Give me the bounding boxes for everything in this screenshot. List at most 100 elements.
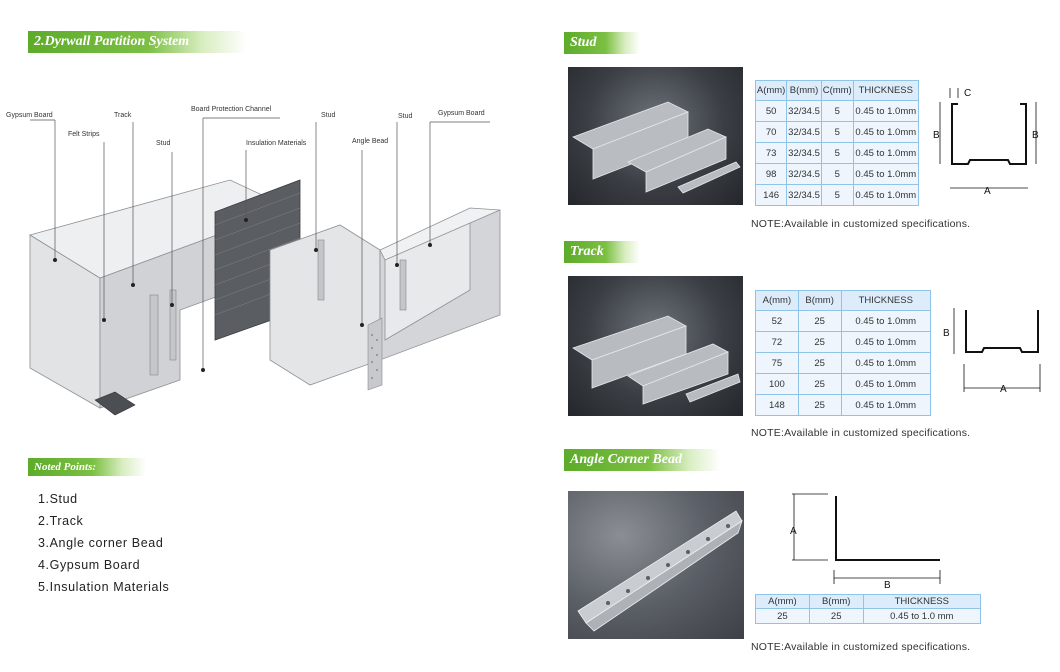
table-header: THICKNESS	[840, 290, 931, 311]
table-cell: 5	[820, 163, 854, 185]
table-cell: 100	[755, 373, 799, 395]
stud-dim-a: A	[984, 186, 991, 197]
table-cell: 32/34.5	[786, 142, 822, 164]
track-note: NOTE:Available in customized specificati…	[751, 427, 971, 439]
track-profile-diagram: B A	[943, 308, 1041, 395]
label-track: Track	[114, 112, 132, 119]
table-cell: 148	[755, 394, 799, 416]
angle-bead-product-photo	[568, 491, 744, 639]
table-cell: 0.45 to 1.0mm	[840, 373, 931, 395]
track-dim-b: B	[943, 328, 950, 339]
table-cell: 32/34.5	[786, 163, 822, 185]
stud-profile-diagram: B B A C	[933, 88, 1039, 197]
table-cell: 146	[754, 184, 788, 206]
list-item: 3.Angle corner Bead	[38, 536, 164, 550]
table-header: THICKNESS	[852, 80, 920, 101]
table-header: A(mm)	[754, 80, 788, 101]
label-angle-bead: Angle Bead	[352, 138, 389, 145]
table-header: A(mm)	[755, 594, 810, 609]
table-cell: 0.45 to 1.0mm	[840, 310, 931, 332]
table-header: B(mm)	[808, 594, 864, 609]
table-cell: 32/34.5	[786, 184, 822, 206]
table-cell: 25	[797, 310, 842, 332]
table-cell: 0.45 to 1.0mm	[840, 331, 931, 353]
noted-points-list: 1.Stud 2.Track 3.Angle corner Bead 4.Gyp…	[38, 488, 169, 598]
table-cell: 5	[820, 184, 854, 206]
table-cell: 0.45 to 1.0 mm	[862, 608, 982, 624]
table-cell: 98	[754, 163, 788, 185]
angle-dim-a: A	[790, 526, 797, 537]
table-cell: 73	[754, 142, 788, 164]
label-gypsum-board-right: Gypsum Board	[438, 110, 485, 117]
partition-system-diagram	[29, 117, 501, 416]
table-header: A(mm)	[755, 290, 799, 311]
track-title-text: Track	[570, 244, 604, 259]
table-cell: 25	[808, 608, 864, 624]
list-item: 5.Insulation Materials	[38, 580, 170, 594]
section-title-track: Track	[564, 241, 640, 263]
track-dim-a: A	[1000, 384, 1007, 395]
table-cell: 5	[820, 142, 854, 164]
stud-dim-c: C	[964, 88, 971, 99]
table-cell: 0.45 to 1.0mm	[852, 121, 920, 143]
table-cell: 25	[797, 331, 842, 353]
list-item: 4.Gypsum Board	[38, 558, 141, 572]
table-header: C(mm)	[820, 80, 854, 101]
noted-points-title-text: Noted Points:	[34, 461, 97, 473]
angle-bead-illustration	[577, 510, 743, 632]
label-stud-mid: Stud	[321, 112, 336, 119]
table-cell: 25	[797, 352, 842, 374]
table-cell: 5	[820, 121, 854, 143]
table-header: B(mm)	[797, 290, 842, 311]
stud-note: NOTE:Available in customized specificati…	[751, 218, 971, 230]
label-board-protection-channel: Board Protection Channel	[191, 106, 272, 113]
label-gypsum-board-left: Gypsum Board	[6, 112, 53, 119]
table-cell: 0.45 to 1.0mm	[852, 163, 920, 185]
table-header: B(mm)	[786, 80, 822, 101]
section-title-angle-bead: Angle Corner Bead	[564, 449, 720, 471]
list-item: 2.Track	[38, 514, 84, 528]
table-header: THICKNESS	[862, 594, 982, 609]
table-cell: 0.45 to 1.0mm	[852, 184, 920, 206]
label-stud-left: Stud	[156, 140, 171, 147]
table-cell: 25	[797, 373, 842, 395]
noted-points-title: Noted Points:	[28, 458, 146, 476]
label-felt-strips: Felt Strips	[68, 131, 100, 138]
list-item: 1.Stud	[38, 492, 78, 506]
table-cell: 0.45 to 1.0mm	[840, 394, 931, 416]
track-profiles-illustration	[572, 315, 741, 405]
table-cell: 75	[755, 352, 799, 374]
section-title-text: 2.Dyrwall Partition System	[34, 34, 190, 49]
angle-note: NOTE:Available in customized specificati…	[751, 641, 971, 653]
table-cell: 32/34.5	[786, 100, 822, 122]
stud-title-text: Stud	[570, 35, 597, 50]
table-cell: 32/34.5	[786, 121, 822, 143]
table-cell: 70	[754, 121, 788, 143]
table-cell: 50	[754, 100, 788, 122]
angle-title-text: Angle Corner Bead	[570, 452, 683, 467]
angle-dim-b: B	[884, 580, 891, 591]
table-cell: 72	[755, 331, 799, 353]
table-cell: 25	[797, 394, 842, 416]
section-title-stud: Stud	[564, 32, 640, 54]
table-cell: 0.45 to 1.0mm	[852, 142, 920, 164]
stud-product-photo	[568, 67, 743, 205]
table-cell: 52	[755, 310, 799, 332]
track-product-photo	[568, 276, 743, 416]
table-cell: 5	[820, 100, 854, 122]
section-title-partition: 2.Dyrwall Partition System	[28, 31, 246, 53]
table-cell: 25	[755, 608, 810, 624]
label-stud-right: Stud	[398, 113, 413, 120]
